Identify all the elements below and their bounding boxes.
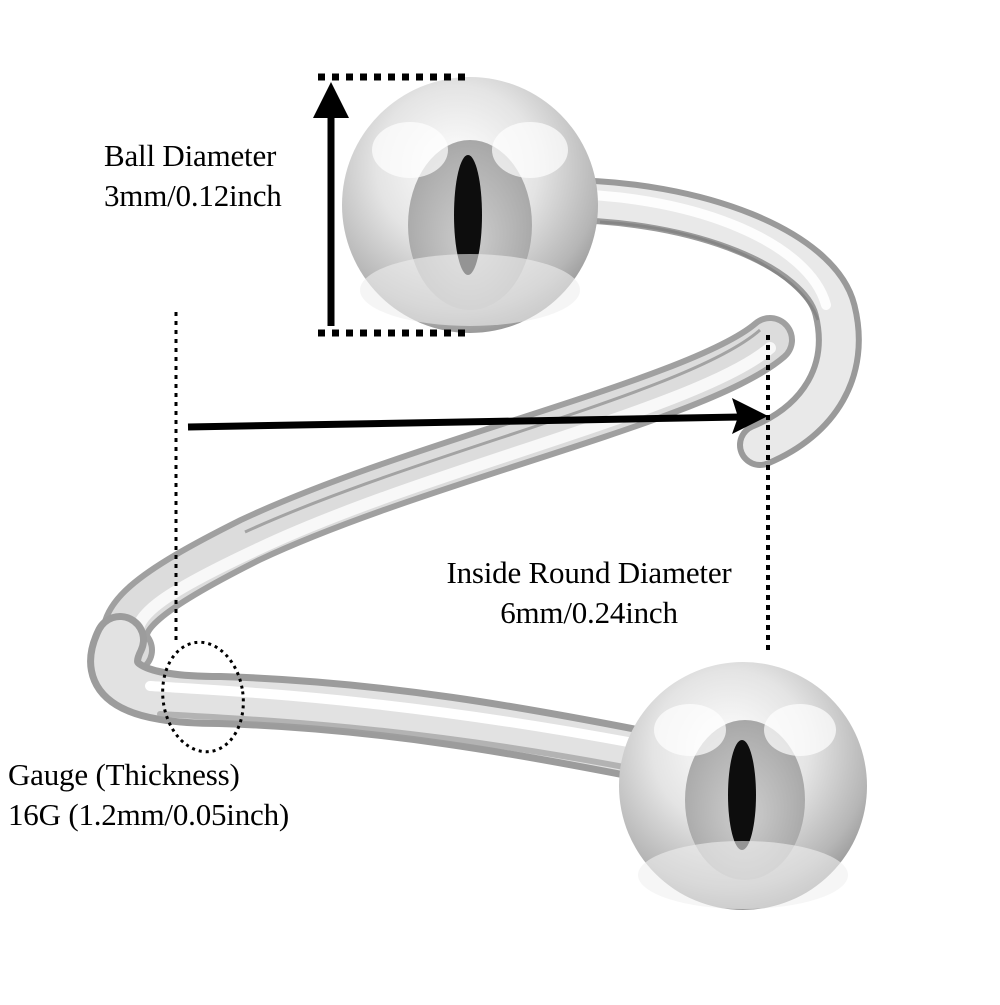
inside-diameter-value: 6mm/0.24inch <box>500 595 678 630</box>
inside-diameter-label: Inside Round Diameter 6mm/0.24inch <box>411 553 767 633</box>
ball-diameter-marker <box>313 73 465 337</box>
inside-diameter-marker <box>174 312 770 652</box>
gauge-dotted-ellipse <box>161 640 245 754</box>
gauge-title: Gauge (Thickness) <box>8 757 240 792</box>
inside-diameter-title: Inside Round Diameter <box>446 555 732 590</box>
gauge-label: Gauge (Thickness) 16G (1.2mm/0.05inch) <box>8 755 289 835</box>
ball-diameter-title: Ball Diameter <box>104 138 277 173</box>
wire-lower-segment <box>87 613 697 787</box>
ball-diameter-value: 3mm/0.12inch <box>104 178 282 213</box>
top-ball <box>342 77 598 333</box>
ball-diameter-label: Ball Diameter 3mm/0.12inch <box>104 136 282 216</box>
wire-diagonal-segment <box>100 315 795 675</box>
bottom-ball <box>619 662 867 910</box>
gauge-value: 16G (1.2mm/0.05inch) <box>8 797 289 832</box>
inside-arrow-shaft <box>187 413 741 431</box>
wire-upper-segment <box>537 177 862 468</box>
gauge-marker <box>161 640 245 754</box>
ball-arrow-head-icon <box>313 82 349 118</box>
inside-arrow-head-icon <box>732 398 768 434</box>
